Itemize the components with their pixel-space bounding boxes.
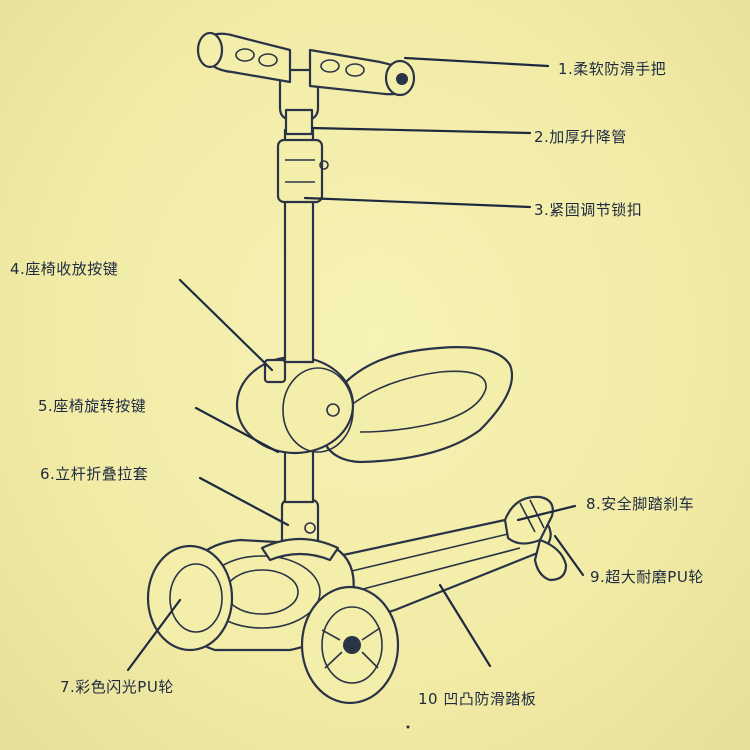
label-seat-fold: 4.座椅收放按键 (10, 260, 119, 278)
label-clamp: 3.紧固调节锁扣 (534, 201, 643, 219)
label-brake: 8.安全脚踏刹车 (586, 495, 695, 513)
left-front-wheel-drawing (146, 544, 234, 652)
handlebar-drawing (196, 31, 416, 97)
leader-brake (516, 504, 577, 522)
label-seat-rotate: 5.座椅旋转按键 (38, 397, 147, 415)
label-deck: 10 凹凸防滑踏板 (418, 690, 537, 708)
leader-handle (403, 56, 550, 68)
label-front-wheels: 7.彩色闪光PU轮 (60, 678, 174, 696)
label-rear-wheel: 9.超大耐磨PU轮 (590, 568, 704, 586)
right-front-wheel-drawing (300, 585, 400, 705)
label-tube: 2.加厚升降管 (534, 128, 627, 146)
leader-clamp (303, 196, 532, 209)
leader-fold-sleeve (198, 476, 290, 527)
leader-front-wheels (126, 598, 182, 672)
leader-seat-fold (178, 278, 274, 372)
rear-brake-drawing (503, 495, 568, 582)
label-handle: 1.柔软防滑手把 (558, 60, 667, 78)
leader-rear-wheel (553, 534, 585, 577)
small-dot (406, 725, 410, 729)
leader-tube (310, 126, 532, 135)
clamp-drawing (276, 138, 329, 204)
handle-collar-drawing (284, 108, 314, 136)
seat-drawing (235, 346, 514, 464)
fold-sleeve-drawing (260, 498, 340, 562)
leader-deck (438, 583, 492, 668)
leader-seat-rotate (194, 406, 280, 454)
label-fold-sleeve: 6.立杆折叠拉套 (40, 465, 149, 483)
